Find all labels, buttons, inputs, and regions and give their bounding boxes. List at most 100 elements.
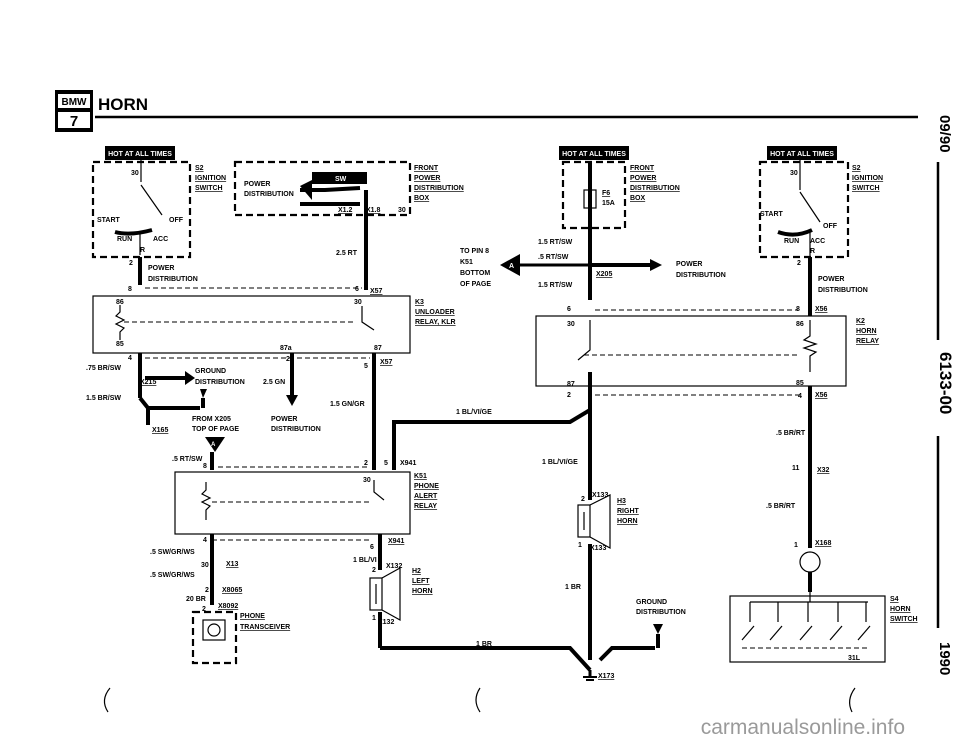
left-pd2-l1: POWER: [244, 181, 270, 188]
k3-top-pin8: 8: [128, 286, 132, 293]
left-s2-l1: IGNITION: [195, 175, 226, 182]
left-off: OFF: [169, 217, 184, 224]
front-left-l2: POWER: [414, 175, 440, 182]
k2-l2: RELAY: [856, 338, 879, 345]
left-pin2: 2: [129, 260, 133, 267]
w-5brrt2: .5 BR/RT: [766, 503, 796, 510]
k2-l1: HORN: [856, 328, 877, 335]
topin-l1: TO PIN 8: [460, 248, 489, 255]
x56a-label: X56: [815, 306, 828, 313]
right-start: START: [760, 211, 784, 218]
hot-badge-middle-text: HOT AT ALL TIMES: [562, 151, 626, 158]
x57b-label: X57: [380, 359, 393, 366]
h2-pin1: 1: [372, 615, 376, 622]
pin30c: 30: [201, 562, 209, 569]
w-15rtsw2: 1.5 RT/SW: [538, 282, 573, 289]
w-20br: 20 BR: [186, 596, 206, 603]
wire-5swgrws1: .5 SW/GR/WS: [150, 549, 195, 556]
left-run: RUN: [117, 236, 132, 243]
wire-75brsw: .75 BR/SW: [86, 365, 121, 372]
x173-ground-icon: [583, 670, 597, 681]
x57a-label: X57: [370, 288, 383, 295]
x215-label: X215: [140, 379, 156, 386]
gd-mid-l2: DISTRIBUTION: [636, 609, 686, 616]
hot-badge-right-text: HOT AT ALL TIMES: [770, 151, 834, 158]
topin-l2: K51: [460, 259, 473, 266]
mid-pin87: 87: [567, 381, 575, 388]
right-s2-l1: IGNITION: [852, 175, 883, 182]
pd-mid-l2: DISTRIBUTION: [676, 272, 726, 279]
pd3-l2: DISTRIBUTION: [271, 426, 321, 433]
front-mid-l3: DISTRIBUTION: [630, 185, 680, 192]
h2-name: H2: [412, 568, 421, 575]
w-15rtsw1: 1.5 RT/SW: [538, 239, 573, 246]
x8065-label: X8065: [222, 587, 242, 594]
h3-l1: RIGHT: [617, 508, 640, 515]
x18-label: X1.8: [366, 207, 381, 214]
pin2e: 2: [372, 567, 376, 574]
left-pd2-l2: DISTRIBUTION: [244, 191, 294, 198]
k3-pin4: 4: [128, 355, 132, 362]
wire-15brsw: 1.5 BR/SW: [86, 395, 121, 402]
h2-l2: HORN: [412, 588, 433, 595]
gd-left-l1: GROUND: [195, 368, 226, 375]
arrow-a-icon: A: [500, 254, 520, 276]
gd-left-l2: DISTRIBUTION: [195, 379, 245, 386]
left-acc: ACC: [153, 236, 168, 243]
left-p30b: 30: [398, 207, 406, 214]
x132b-label: X132: [378, 619, 394, 626]
side-date: 09/90: [936, 115, 953, 153]
k3-name: K3: [415, 299, 424, 306]
x133a-label: X133: [592, 492, 608, 499]
k51-l2: ALERT: [414, 493, 438, 500]
logo-top-text: BMW: [62, 97, 88, 108]
w-1blvige2: 1 BL/VI/GE: [542, 459, 578, 466]
phone-l2: TRANSCEIVER: [240, 624, 290, 631]
h3-name: H3: [617, 498, 626, 505]
hot-badge-middle: HOT AT ALL TIMES: [559, 146, 629, 160]
x941a-label: X941: [400, 460, 416, 467]
right-off: OFF: [823, 223, 838, 230]
x13-label: X13: [226, 561, 239, 568]
hot-badge-right: HOT AT ALL TIMES: [767, 146, 837, 160]
from-x205-l1: FROM X205: [192, 416, 231, 423]
left-horn-icon: [369, 566, 401, 622]
k51-pin30: 30: [363, 477, 371, 484]
f6-label: F6: [602, 190, 610, 197]
gd-mid-l1: GROUND: [636, 599, 667, 606]
hot-badge-left: HOT AT ALL TIMES: [105, 146, 175, 160]
mid-pin1: 1: [578, 542, 582, 549]
front-left-l3: DISTRIBUTION: [414, 185, 464, 192]
front-mid-l4: BOX: [630, 195, 646, 202]
x941b-label: X941: [388, 538, 404, 545]
pd3-l1: POWER: [271, 416, 297, 423]
k3-pin30: 30: [354, 299, 362, 306]
k51-name: K51: [414, 473, 427, 480]
front-mid-l1: FRONT: [630, 165, 655, 172]
pin2d: 2: [205, 587, 209, 594]
k2-name: K2: [856, 318, 865, 325]
wire-25rt: 2.5 RT: [336, 250, 358, 257]
left-s2-l2: SWITCH: [195, 185, 223, 192]
k51-l3: RELAY: [414, 503, 437, 510]
wire-5rtsw-left: .5 RT/SW: [172, 456, 203, 463]
k3-pin86: 86: [116, 299, 124, 306]
s4-l2: SWITCH: [890, 616, 918, 623]
page-title: HORN: [98, 95, 148, 114]
k51-l1: PHONE: [414, 483, 439, 490]
s4-l1: HORN: [890, 606, 911, 613]
svg-text:A: A: [211, 442, 216, 448]
k3-l2: RELAY, KLR: [415, 319, 456, 326]
x168-label: X168: [815, 540, 831, 547]
w-5rtsw: .5 RT/SW: [538, 254, 569, 261]
right-horn-icon: [577, 494, 611, 550]
mid-pin6: 6: [567, 306, 571, 313]
k51-pin2: 2: [364, 460, 368, 467]
mid-pin2b: 2: [581, 496, 585, 503]
horn-switch-contacts: [741, 602, 871, 649]
right-pin2: 2: [797, 260, 801, 267]
right-acc: ACC: [810, 238, 825, 245]
x173-label: X173: [598, 673, 614, 680]
side-margin: 09/90 6133-00 1990: [936, 115, 955, 675]
k3-pin87: 87: [374, 345, 382, 352]
